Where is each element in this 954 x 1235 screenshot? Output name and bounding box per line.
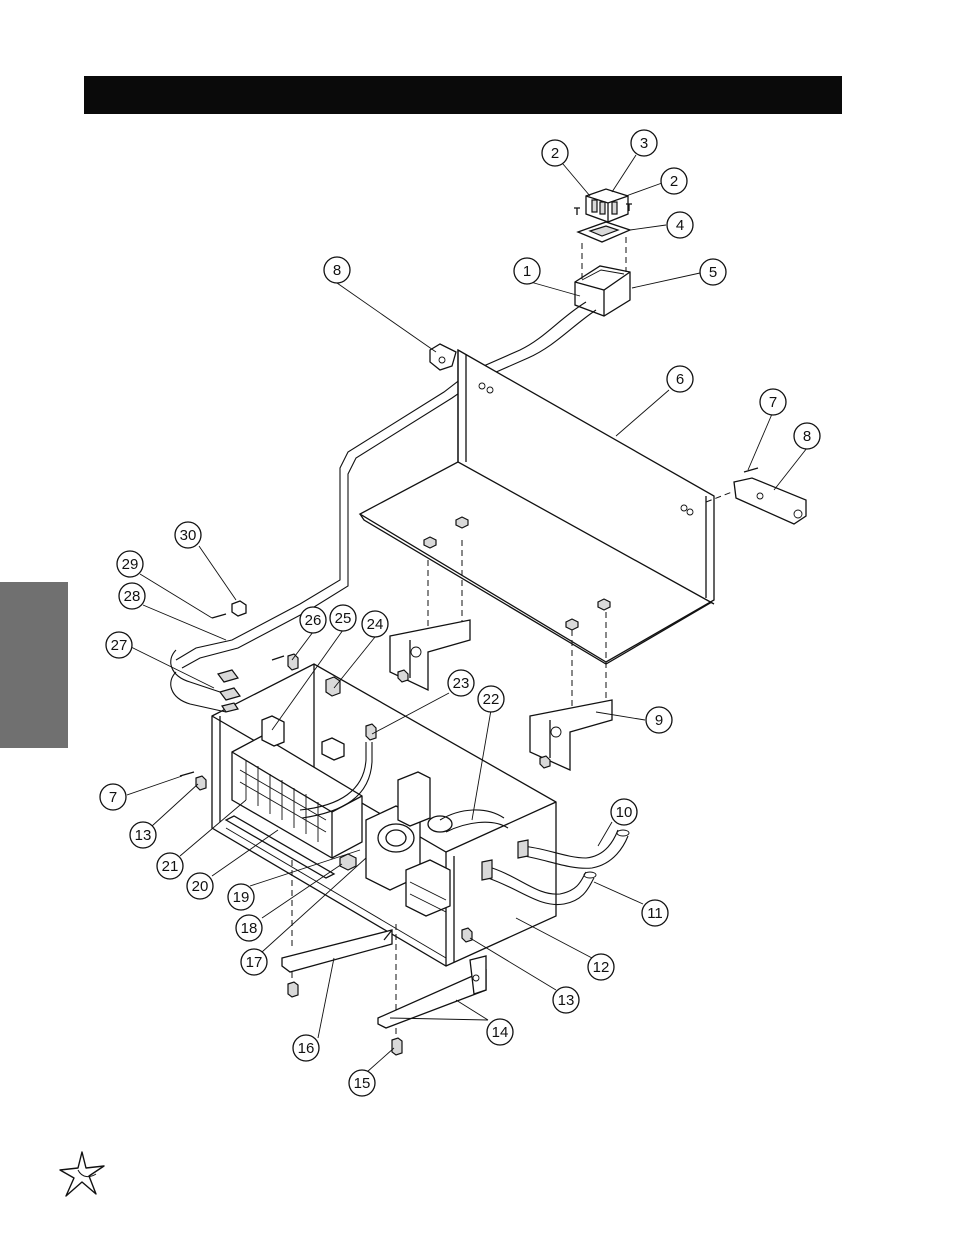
callout-number: 12 xyxy=(593,959,610,976)
callout: 23 xyxy=(447,669,475,697)
handle-right xyxy=(705,467,807,525)
cable-connectors xyxy=(170,600,247,713)
callout: 4 xyxy=(666,211,694,239)
callout: 2 xyxy=(660,167,688,195)
callout-number: 24 xyxy=(367,616,384,633)
callout: 13 xyxy=(129,821,157,849)
callout-number: 6 xyxy=(676,371,684,388)
callout-number: 30 xyxy=(180,527,197,544)
hose-lower xyxy=(481,859,597,906)
callout: 17 xyxy=(240,948,268,976)
callout: 20 xyxy=(186,872,214,900)
callout: 18 xyxy=(235,914,263,942)
callout-number: 13 xyxy=(558,992,575,1009)
callout-number: 19 xyxy=(233,889,250,906)
callout: 24 xyxy=(361,610,389,638)
callout-number: 20 xyxy=(192,878,209,895)
callout: 5 xyxy=(699,258,727,286)
callout: 22 xyxy=(477,685,505,713)
callout-number: 9 xyxy=(655,712,663,729)
callout-labels: 1 2 2 3 4 5 6 7 7 8 8 9 10 11 12 13 13 1… xyxy=(99,129,821,1097)
callout-number: 29 xyxy=(122,556,139,573)
hinge-left xyxy=(389,540,471,692)
foot-screws xyxy=(287,972,403,1056)
callout-number: 1 xyxy=(523,263,531,280)
callout-number: 13 xyxy=(135,827,152,844)
callout: 21 xyxy=(156,852,184,880)
callout: 2 xyxy=(541,139,569,167)
callout: 25 xyxy=(329,604,357,632)
section-header-bar xyxy=(84,76,842,114)
star-logo-icon xyxy=(59,1151,105,1197)
callout-number: 10 xyxy=(616,804,633,821)
callout: 8 xyxy=(323,256,351,284)
callout: 9 xyxy=(645,706,673,734)
callout-number: 26 xyxy=(305,612,322,629)
junction-box xyxy=(574,265,631,317)
callout-number: 25 xyxy=(335,610,352,627)
callout-number: 7 xyxy=(109,789,117,806)
callout: 7 xyxy=(99,783,127,811)
callout-number: 8 xyxy=(333,262,341,279)
wire-harness xyxy=(175,301,597,669)
callout: 10 xyxy=(610,798,638,826)
side-section-tab xyxy=(0,582,68,748)
callout-number: 17 xyxy=(246,954,263,971)
callout-number: 3 xyxy=(640,135,648,152)
callout: 8 xyxy=(793,422,821,450)
pump-assembly xyxy=(299,742,509,917)
circuit-breaker xyxy=(585,188,629,223)
callout: 11 xyxy=(641,899,669,927)
callout: 13 xyxy=(552,986,580,1014)
callout-number: 28 xyxy=(124,588,141,605)
callout: 1 xyxy=(513,257,541,285)
callout: 19 xyxy=(227,883,255,911)
battery-hold-down xyxy=(224,815,336,879)
callout: 16 xyxy=(292,1034,320,1062)
callout: 28 xyxy=(118,582,146,610)
callout-number: 21 xyxy=(162,858,179,875)
callout-number: 22 xyxy=(483,691,500,708)
callout: 27 xyxy=(105,631,133,659)
callout-number: 15 xyxy=(354,1075,371,1092)
callout-number: 2 xyxy=(670,173,678,190)
base-panel xyxy=(358,348,715,665)
callout: 29 xyxy=(116,550,144,578)
callout: 6 xyxy=(666,365,694,393)
callout: 30 xyxy=(174,521,202,549)
callout-number: 18 xyxy=(241,920,258,937)
callout: 7 xyxy=(759,388,787,416)
handle-left xyxy=(429,343,457,371)
foot-bracket-left xyxy=(281,929,393,973)
callout-number: 5 xyxy=(709,264,717,281)
callout-number: 23 xyxy=(453,675,470,692)
callout: 14 xyxy=(486,1018,514,1046)
callout-number: 14 xyxy=(492,1024,509,1041)
callout-number: 27 xyxy=(111,637,128,654)
callout-number: 4 xyxy=(676,217,684,234)
callout-number: 8 xyxy=(803,428,811,445)
callout-number: 16 xyxy=(298,1040,315,1057)
hinge-right xyxy=(529,612,613,772)
hose-upper xyxy=(517,829,630,869)
callout-number: 7 xyxy=(769,394,777,411)
callout: 12 xyxy=(587,953,615,981)
callout: 3 xyxy=(630,129,658,157)
callout: 26 xyxy=(299,606,327,634)
leader-lines xyxy=(126,154,808,1073)
breaker-screws xyxy=(574,203,632,215)
battery xyxy=(231,715,363,859)
callout-number: 11 xyxy=(647,905,663,922)
foot-bracket-right xyxy=(377,955,487,1029)
callout: 15 xyxy=(348,1069,376,1097)
callout-number: 2 xyxy=(551,145,559,162)
small-fasteners xyxy=(179,653,551,943)
